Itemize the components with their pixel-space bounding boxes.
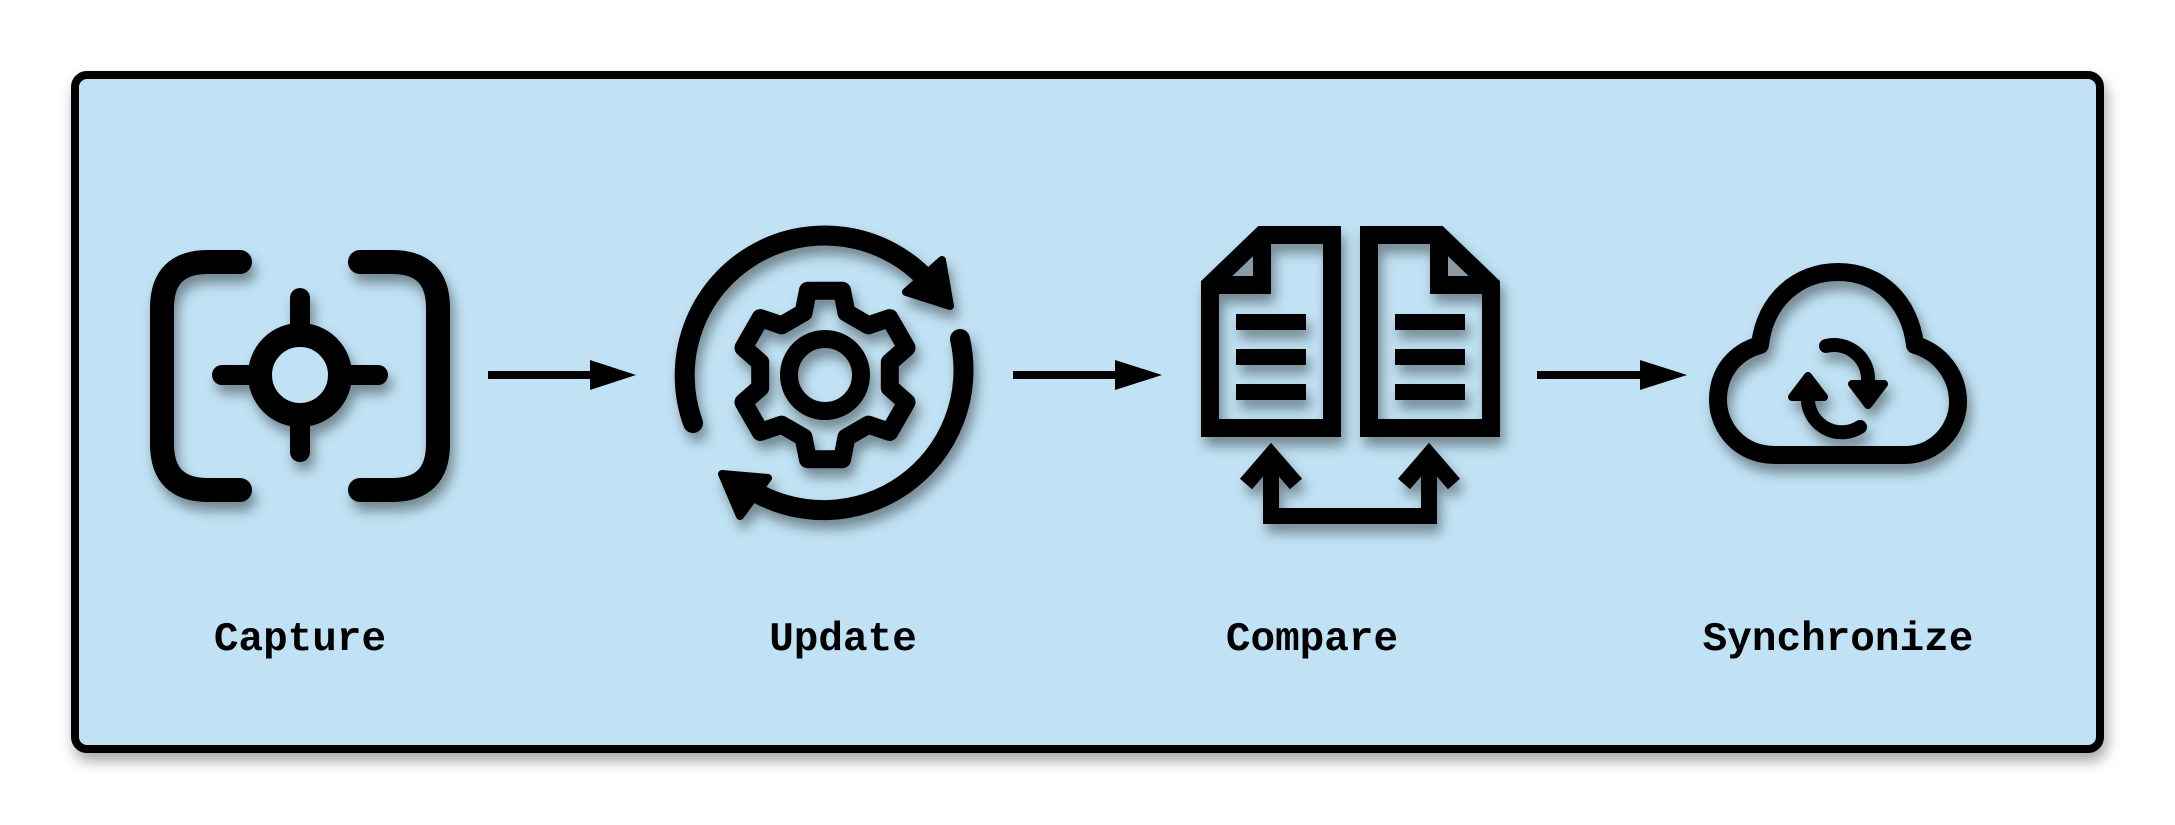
diagram-panel — [71, 71, 2104, 753]
step-label-compare: Compare — [1226, 617, 1398, 663]
step-label-update: Update — [769, 617, 917, 663]
document-left-icon — [1201, 226, 1341, 437]
gear-refresh-icon — [674, 225, 974, 521]
step-label-capture: Capture — [214, 617, 386, 663]
capture-crosshair-icon — [150, 250, 450, 502]
gear-icon — [734, 281, 916, 469]
arrow-right-icon — [1013, 360, 1162, 390]
cloud-sync-icon — [1709, 263, 1967, 464]
document-right-icon — [1360, 226, 1500, 437]
arrow-right-icon — [1537, 360, 1687, 390]
compare-documents-icon — [1201, 226, 1500, 524]
arrow-right-icon — [488, 360, 636, 390]
step-label-synchronize: Synchronize — [1703, 617, 1974, 663]
